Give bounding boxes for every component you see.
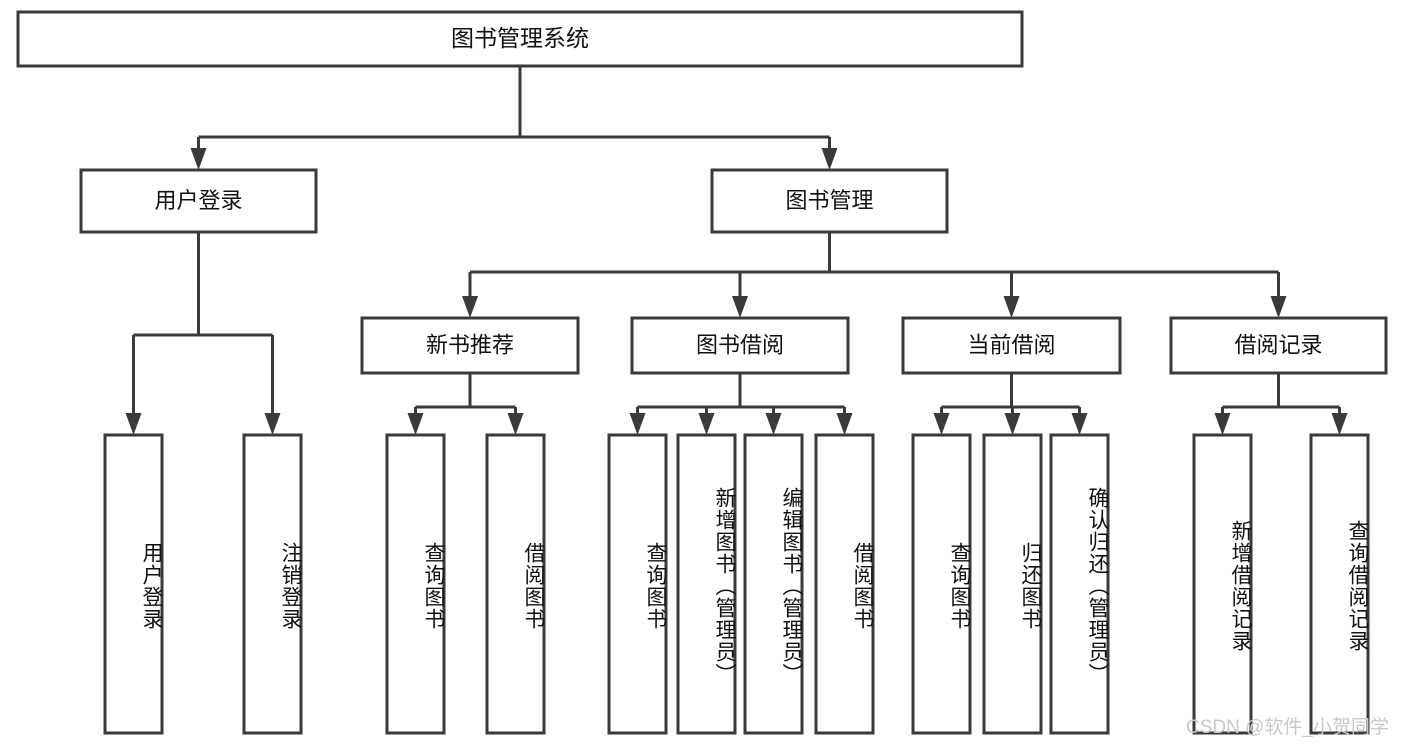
node-label-root: 图书管理系统: [451, 25, 589, 51]
node-box-current-borrow[interactable]: [901, 316, 1122, 375]
node-box-book-manage[interactable]: [710, 168, 949, 234]
book-manage-arrow-3: [1270, 296, 1287, 318]
node-label-borrow-records: 借阅记录: [1234, 332, 1322, 357]
current-borrow-arrow-0: [933, 413, 950, 435]
node-box-rec-query-record[interactable]: [1309, 433, 1370, 735]
node-label-new-book-recommend: 新书推荐: [426, 332, 514, 357]
node-box-borrow-records[interactable]: [1169, 316, 1388, 375]
root-arrow-0: [190, 148, 207, 170]
book-borrow-arrow-1: [698, 413, 715, 435]
root-arrow-1: [821, 148, 838, 170]
node-box-cur-return-book[interactable]: [982, 433, 1043, 735]
node-label-book-manage: 图书管理: [785, 188, 873, 213]
node-box-borrow-query-book[interactable]: [607, 433, 668, 735]
user-login-arrow-1: [264, 413, 281, 435]
current-borrow-arrow-2: [1071, 413, 1088, 435]
book-manage-arrow-0: [462, 296, 478, 318]
borrow-records-arrow-0: [1214, 413, 1231, 435]
node-box-cur-query-book[interactable]: [911, 433, 972, 735]
book-manage-arrow-2: [1003, 296, 1020, 318]
node-box-user-login[interactable]: [79, 168, 318, 234]
current-borrow-arrow-1: [1004, 413, 1021, 435]
book-borrow-arrow-0: [629, 413, 646, 435]
node-box-book-borrow[interactable]: [630, 316, 850, 375]
node-box-rec-query-book[interactable]: [385, 433, 446, 735]
node-label-user-login: 用户登录: [154, 188, 242, 213]
connectors-layer: [125, 66, 1348, 435]
node-box-root[interactable]: [16, 10, 1024, 68]
new-book-recommend-arrow-1: [507, 413, 524, 435]
node-box-cur-confirm-return[interactable]: [1049, 433, 1110, 735]
book-borrow-arrow-2: [765, 413, 782, 435]
borrow-records-arrow-1: [1331, 413, 1348, 435]
node-box-user-logout[interactable]: [242, 433, 303, 735]
node-box-user-login-do[interactable]: [103, 433, 164, 735]
node-label-book-borrow: 图书借阅: [696, 332, 784, 357]
watermark-text: CSDN @软件_小贺同学: [1186, 717, 1389, 738]
node-label-current-borrow: 当前借阅: [967, 332, 1055, 357]
new-book-recommend-arrow-0: [407, 413, 424, 435]
boxes-layer: [16, 10, 1388, 735]
node-box-borrow-edit-book[interactable]: [743, 433, 804, 735]
book-borrow-arrow-3: [836, 413, 853, 435]
node-box-rec-borrow-book[interactable]: [485, 433, 546, 735]
node-box-borrow-do-borrow[interactable]: [814, 433, 875, 735]
node-box-new-book-recommend[interactable]: [360, 316, 580, 375]
node-box-rec-add-record[interactable]: [1192, 433, 1253, 735]
user-login-arrow-0: [125, 413, 142, 435]
node-box-borrow-add-book[interactable]: [676, 433, 737, 735]
book-manage-arrow-1: [732, 296, 748, 318]
